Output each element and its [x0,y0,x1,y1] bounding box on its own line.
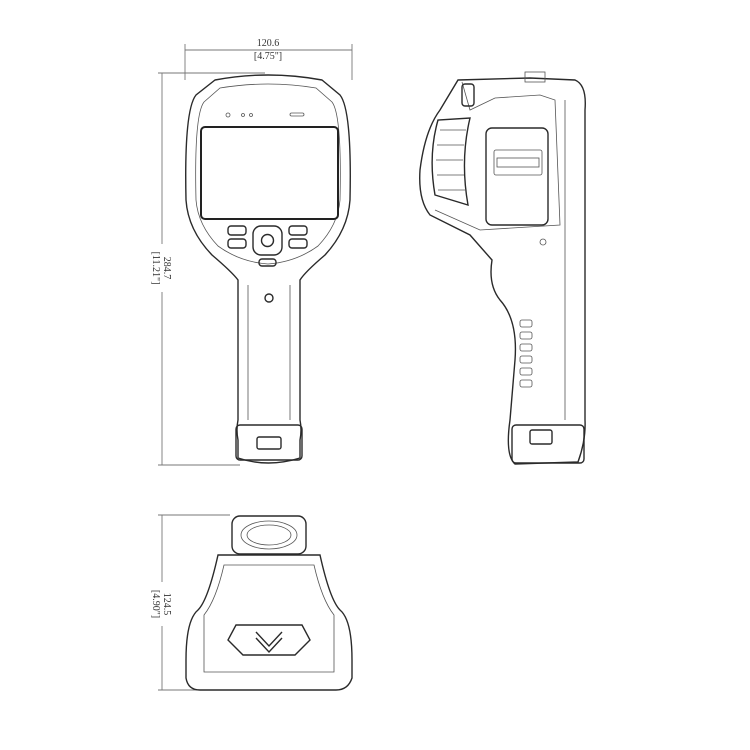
depth-dimension: 124.5 [4.90"] [150,514,230,691]
depth-inch-label: [4.90"] [150,590,161,618]
side-panel-edge [434,81,561,231]
battery-cap [511,424,585,464]
screen [200,126,339,220]
side-view [419,71,586,465]
speaker-slot [289,112,305,117]
front-bezel [195,83,341,265]
battery-latch [256,436,282,450]
left-button [227,238,247,249]
control-buttons [227,225,308,267]
indicator-light [249,113,253,117]
ok-button [260,233,275,248]
lens-housing [231,515,307,555]
handle-screw [264,293,274,303]
top-latch [524,71,546,83]
front-body-outline [185,74,351,464]
logo-plate [493,149,543,176]
side-screw [539,238,547,246]
width-mm-label: 120.6 [257,38,280,49]
side-body-outline [419,77,586,465]
height-mm-label: 284.7 [161,257,172,280]
chevron-down-icon [255,637,283,654]
height-inch-label: [11.21"] [150,252,161,285]
lens-ribs [431,117,471,207]
depth-mm-label: 124.5 [161,593,172,616]
bottom-inner-outline [203,564,335,673]
right-button [288,225,308,236]
front-sensor [225,112,231,118]
front-view [185,74,351,464]
bottom-body-outline [185,554,353,691]
indicator-light [241,113,245,117]
right-button [288,238,308,249]
bottom-button [258,258,277,267]
side-panel [485,127,549,226]
bottom-latch [227,624,311,656]
d-pad [252,225,283,256]
lens-ring [240,520,298,550]
width-dimension: 120.6 [4.75"] [184,38,353,80]
grip-ridges [519,319,533,388]
battery-latch [529,429,553,445]
lens-cover-tab [461,83,475,107]
battery-cap [235,424,303,461]
logo-band [496,157,540,168]
left-button [227,225,247,236]
bottom-view [185,515,353,691]
height-dimension: 284.7 [11.21"] [150,72,265,466]
lens-ring-inner [246,524,292,546]
width-inch-label: [4.75"] [254,51,282,62]
chevron-down-icon [255,631,283,648]
